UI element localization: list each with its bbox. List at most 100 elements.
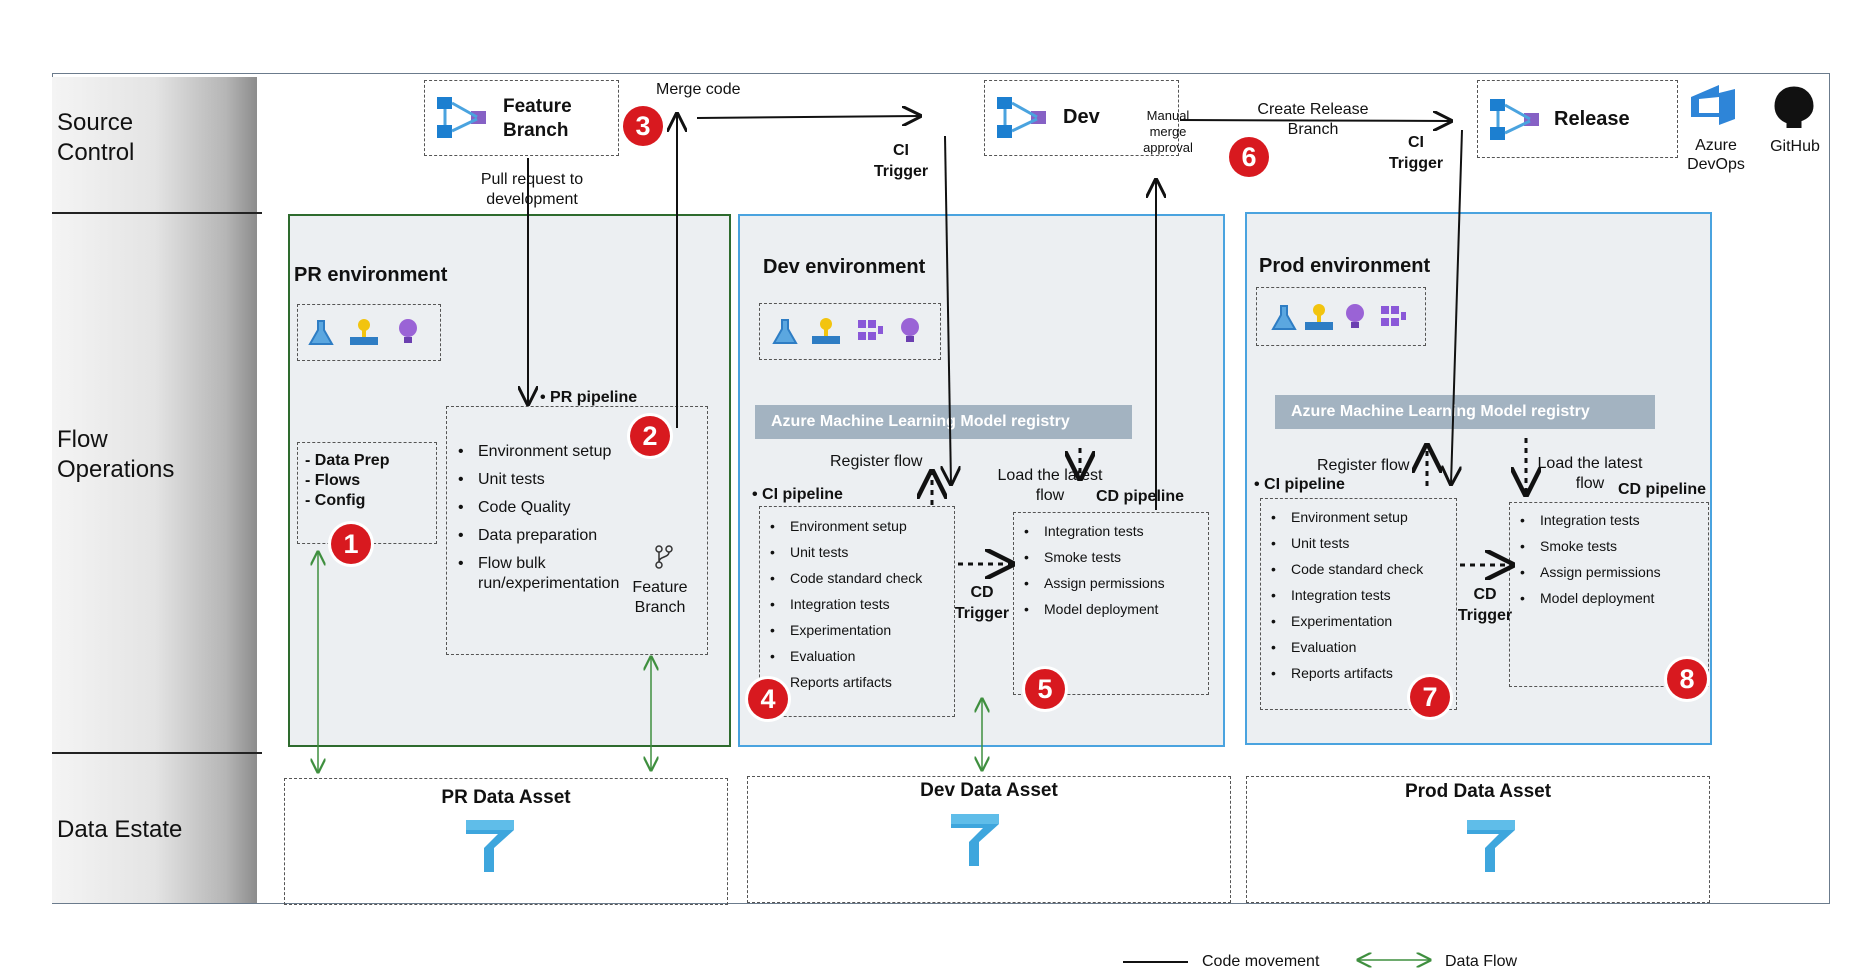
cluster-icon [1381,306,1406,326]
pipeline-step: Model deployment [1518,585,1703,611]
prod-cd-steps: Integration tests Smoke tests Assign per… [1518,507,1703,611]
flask-icon [772,319,798,344]
pr-data-asset [284,778,728,905]
github-icon [1774,86,1814,128]
flask-icon [1271,305,1297,330]
pipeline-step: Unit tests [456,466,656,494]
pr-service-icons [297,304,441,361]
prod-data-asset-label: Prod Data Asset [1404,781,1552,802]
pr-environment-title: PR environment [294,264,448,286]
release-branch-label: Release [1554,108,1630,130]
register-flow-label-prod: Register flow [1317,457,1410,474]
prod-ci-pipeline-title: • CI pipeline [1254,476,1345,493]
dev-data-asset-label: Dev Data Asset [920,780,1058,801]
pipeline-step: Smoke tests [1518,533,1703,559]
sidebar-divider [52,212,262,214]
dev-branch-box: Dev [984,80,1179,156]
pr-pipeline-box [446,406,708,655]
create-release-label: Create Release Branch [1257,101,1369,138]
pipeline-step: Unit tests [1269,530,1454,556]
pipeline-step: Integration tests [1269,582,1454,608]
release-branch-box: Release [1477,80,1678,158]
pr-pipeline-title-text: PR pipeline [550,389,638,406]
ci-trigger-label-prod: CI Trigger [1388,134,1444,172]
pipeline-step: Evaluation [768,643,953,669]
step-badge-2: 2 [630,416,670,456]
pipeline-step: Experimentation [768,617,953,643]
pull-request-label: Pull request to development [480,171,584,208]
asset-item: - Data Prep [305,452,390,469]
cluster-icon [858,320,883,340]
dev-cd-steps: Integration tests Smoke tests Assign per… [1022,518,1207,622]
create-release-arrow [1179,120,1451,121]
prod-ci-steps: Environment setup Unit tests Code standa… [1269,504,1454,686]
lightbulb-icon [399,319,417,343]
dev-ci-pipeline-box [759,506,955,717]
pipeline-step: Assign permissions [1022,570,1207,596]
merge-code-label: Merge code [656,81,741,98]
step-badge-3: 3 [623,106,663,146]
prod-cd-pipeline-box [1509,502,1709,687]
asset-item: - Flows [305,472,361,489]
dev-data-asset [747,776,1231,903]
data-factory-icon [1467,820,1515,872]
register-flow-label-dev: Register flow [830,453,923,470]
pipeline-step: Model deployment [1022,596,1207,622]
sidebar-label-source-control: Source Control [57,109,135,166]
pipeline-step: Reports artifacts [1269,660,1454,686]
pipeline-step: Environment setup [456,438,656,466]
prod-model-registry: Azure Machine Learning Model registry [1275,395,1655,429]
manual-merge-label: Manual merge approval [1143,108,1193,155]
azure-devops-icon [1691,85,1735,125]
dev-branch-label: Dev [1063,106,1100,128]
pipeline-step: Experimentation [1269,608,1454,634]
dev-environment-title: Dev environment [763,256,926,278]
step-badge-1: 1 [331,524,371,564]
pipeline-step: Code Quality [456,494,656,522]
sidebar-label-data-estate: Data Estate [57,816,183,843]
merge-code-arrow [696,116,920,118]
load-latest-label-prod: Load the latest flow [1537,455,1643,492]
step-badge-7: 7 [1410,677,1450,717]
dev-model-registry: Azure Machine Learning Model registry [755,405,1132,439]
pr-feature-branch-label: Feature Branch [632,579,688,616]
prod-ci-pipeline-box [1260,498,1457,710]
pipeline-step: Code standard check [1269,556,1454,582]
data-factory-icon [951,814,999,866]
ci-trigger-arrow-prod [1451,129,1463,484]
repo-branch-icon [997,97,1046,138]
key-vault-icon [350,319,378,345]
sidebar [52,77,257,903]
prod-ci-pipeline-title-text: CI pipeline [1264,476,1345,493]
repo-branch-icon [1490,99,1539,140]
pipeline-step: Integration tests [768,591,953,617]
dev-ci-pipeline-title: • CI pipeline [752,486,843,503]
prod-service-icons [1256,287,1426,346]
pipeline-step: Data preparation [456,522,656,550]
dev-service-icons [759,303,941,360]
pipeline-step: Smoke tests [1022,544,1207,570]
pipeline-step: Code standard check [768,565,953,591]
lightbulb-icon [1346,304,1364,328]
step-badge-4: 4 [748,679,788,719]
pipeline-step: Environment setup [768,513,953,539]
ci-trigger-arrow-dev [945,135,951,484]
prod-cd-pipeline-title: CD pipeline [1618,481,1707,498]
pipeline-step: Flow bulk run/experimentation [456,554,656,594]
cd-trigger-label-prod: CD Trigger [1457,586,1513,624]
data-factory-icon [466,820,514,872]
legend-data-flow-label: Data Flow [1445,953,1518,970]
step-badge-8: 8 [1667,659,1707,699]
feature-branch-box: Feature Branch [424,80,619,156]
pipeline-step: Evaluation [1269,634,1454,660]
sidebar-label-flow-operations: Flow Operations [57,426,175,483]
git-branch-icon [655,545,673,569]
key-vault-icon [1305,304,1333,330]
ci-trigger-label-dev: CI Trigger [873,142,929,180]
pipeline-step: Environment setup [1269,504,1454,530]
pipeline-step: Assign permissions [1518,559,1703,585]
dev-ci-pipeline-title-text: CI pipeline [762,486,843,503]
prod-data-asset [1246,776,1710,903]
cd-trigger-label-dev: CD Trigger [954,584,1010,622]
